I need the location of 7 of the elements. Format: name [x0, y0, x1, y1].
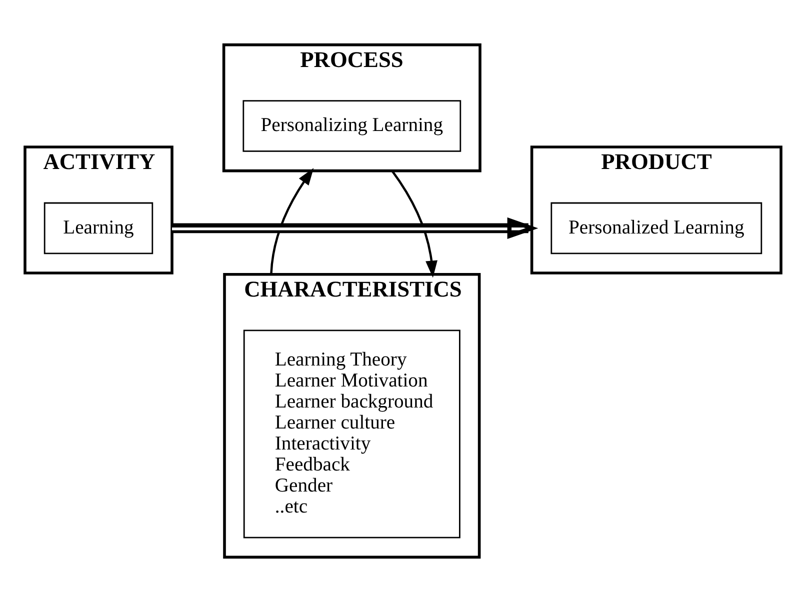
- arrow: [172, 217, 538, 239]
- node-box: Learning: [44, 202, 154, 254]
- node-box: Personalizing Learning: [242, 100, 462, 152]
- arrow: [270, 168, 314, 274]
- arrow: [391, 170, 438, 278]
- node-box: Learning Theory Learner Motivation Learner background Learner culture Interactivity Feedback Gender ..etc: [243, 330, 460, 538]
- node-box: Personalized Learning: [550, 202, 762, 254]
